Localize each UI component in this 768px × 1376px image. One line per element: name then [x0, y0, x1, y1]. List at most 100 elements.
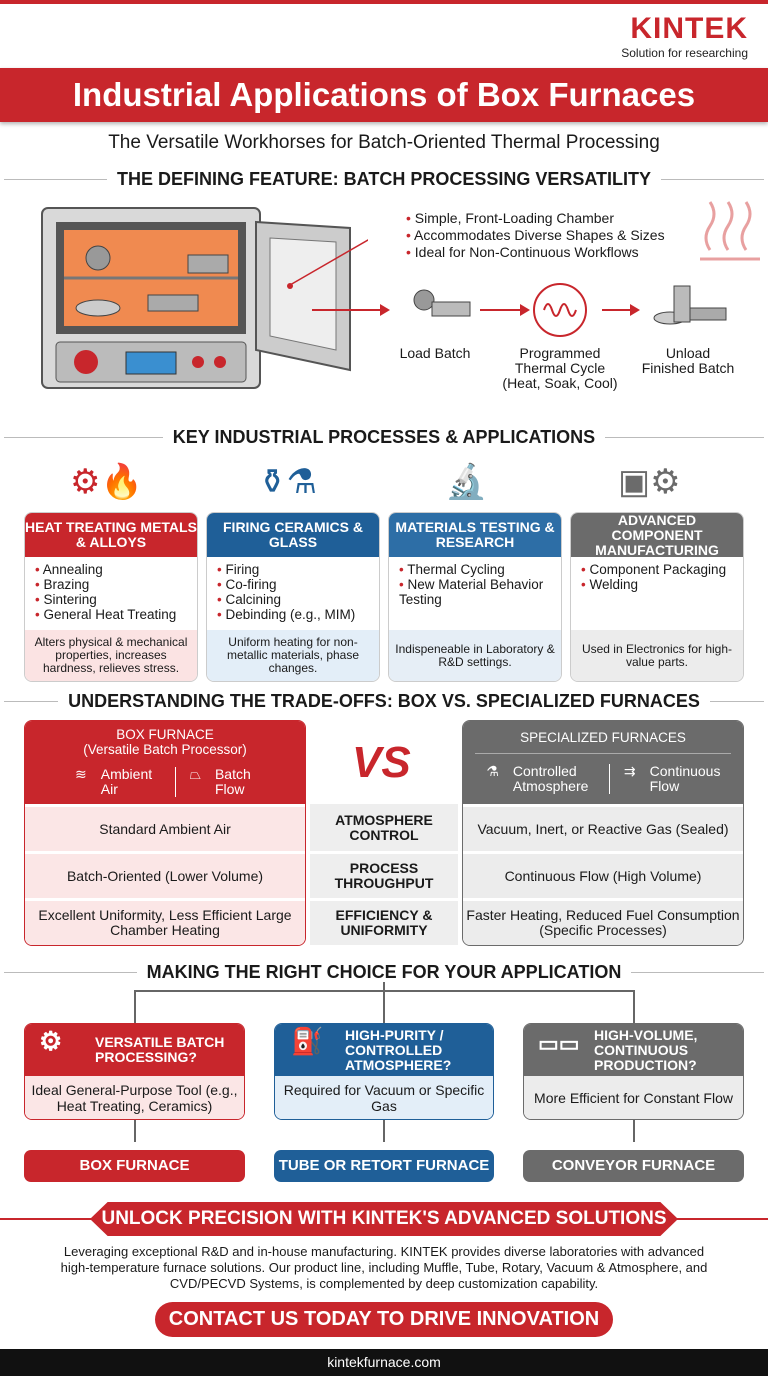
section-heading-text: THE DEFINING FEATURE: BATCH PROCESSING V… [117, 169, 652, 189]
choice-card-continuous: ▭▭HIGH-VOLUME, CONTINUOUS PRODUCTION? Mo… [523, 1023, 744, 1120]
card-title: MATERIALS TESTING & RESEARCH [389, 513, 561, 557]
column-title: BOX FURNACE [116, 727, 214, 742]
heat-waves-icon [700, 201, 760, 261]
connector-line [134, 990, 136, 1023]
result-box-furnace: BOX FURNACE [24, 1150, 245, 1182]
batch-tray-icon: ⏢ [189, 766, 201, 782]
kintek-logo: KINTEK Solution for researching [621, 12, 748, 60]
column-title: SPECIALIZED FURNACES [475, 730, 731, 754]
vs-text: VS [352, 738, 411, 787]
feature-label: Continuous Flow [649, 763, 721, 794]
arrow-down-icon [134, 1120, 136, 1142]
section-heading-text: MAKING THE RIGHT CHOICE FOR YOUR APPLICA… [146, 962, 622, 982]
card-title: HEAT TREATING METALS & ALLOYS [25, 513, 197, 557]
choice-card-atmosphere: ⛽ HIGH-PURITY / CONTROLLED ATMOSPHERE? Re… [274, 1023, 494, 1120]
wind-icon: ≋ [75, 766, 87, 782]
comparison-cell: Excellent Uniformity, Less Efficient Lar… [25, 898, 305, 945]
comparison-cell: Standard Ambient Air [25, 804, 305, 851]
box-furnace-illustration [41, 207, 368, 389]
company-description: Leveraging exceptional R&D and in-house … [60, 1244, 708, 1291]
card-item: General Heat Treating [35, 607, 187, 622]
card-note: Indispeneable in Laboratory & R&D settin… [389, 630, 561, 681]
choice-answer: More Efficient for Constant Flow [524, 1076, 743, 1119]
contact-us-button[interactable]: CONTACT US TODAY TO DRIVE INNOVATION [155, 1302, 613, 1337]
comparison-cell: Continuous Flow (High Volume) [463, 851, 743, 898]
card-note: Used in Electronics for high-value parts… [571, 630, 743, 681]
feature-bullets: Simple, Front-Loading Chamber Accommodat… [406, 210, 665, 261]
specialized-furnaces-column: SPECIALIZED FURNACES ⚗ Controlled Atmosph… [462, 720, 744, 946]
gear-parts-icon [413, 289, 471, 317]
result-tube-retort-furnace: TUBE OR RETORT FURNACE [274, 1150, 494, 1182]
vase-flask-icon: ⚱⚗ [258, 463, 317, 501]
section-heading-batch: THE DEFINING FEATURE: BATCH PROCESSING V… [0, 169, 768, 190]
card-item: New Material Behavior Testing [399, 577, 551, 607]
arrow-down-icon [633, 1120, 635, 1142]
page-subtitle: The Versatile Workhorses for Batch-Orien… [108, 132, 660, 153]
comparison-cell: Faster Heating, Reduced Fuel Consumption… [463, 898, 743, 945]
application-card-ceramics: FIRING CERAMICS & GLASS FiringCo-firingC… [206, 512, 380, 682]
feature-label: Controlled Atmosphere [512, 763, 589, 794]
section-heading-choice: MAKING THE RIGHT CHOICE FOR YOUR APPLICA… [0, 962, 768, 983]
criterion-label: EFFICIENCY & UNIFORMITY [310, 898, 458, 945]
box-furnace-column: BOX FURNACE (Versatile Batch Processor) … [24, 720, 306, 946]
card-item: Annealing [35, 562, 187, 577]
choice-answer: Ideal General-Purpose Tool (e.g., Heat T… [25, 1076, 244, 1119]
step-unload-batch: Unload Finished Batch [641, 345, 735, 376]
unlock-banner: UNLOCK PRECISION WITH KINTEK'S ADVANCED … [90, 1202, 678, 1236]
connector-line [633, 990, 635, 1023]
application-card-heat-treating: HEAT TREATING METALS & ALLOYS AnnealingB… [24, 512, 198, 682]
application-card-testing: MATERIALS TESTING & RESEARCH Thermal Cyc… [388, 512, 562, 682]
comparison-cell: Batch-Oriented (Lower Volume) [25, 851, 305, 898]
card-item: Debinding (e.g., MIM) [217, 607, 369, 622]
criteria-column: ATMOSPHERE CONTROL PROCESS THROUGHPUT EF… [310, 804, 458, 945]
card-item: Co-firing [217, 577, 369, 592]
page-title: Industrial Applications of Box Furnaces [0, 68, 768, 122]
choice-card-batch: ⚙ VERSATILE BATCH PROCESSING? Ideal Gener… [24, 1023, 245, 1120]
card-title: ADVANCED COMPONENT MANUFACTURING [571, 513, 743, 557]
choice-answer: Required for Vacuum or Specific Gas [275, 1076, 493, 1119]
step-thermal-cycle: Programmed Thermal Cycle (Heat, Soak, Co… [502, 345, 618, 391]
feature-bullet: Accommodates Diverse Shapes & Sizes [406, 227, 665, 244]
choice-question: HIGH-PURITY / CONTROLLED ATMOSPHERE? [345, 1026, 452, 1073]
application-card-manufacturing: ADVANCED COMPONENT MANUFACTURING Compone… [570, 512, 744, 682]
choice-question: VERSATILE BATCH PROCESSING? [95, 1034, 225, 1065]
flask-icon: ⚗ [486, 763, 499, 779]
feature-label: Ambient Air [100, 766, 153, 797]
section-heading-applications: KEY INDUSTRIAL PROCESSES & APPLICATIONS [0, 427, 768, 448]
microscope-testtube-icon: 🔬 [445, 463, 488, 501]
section-heading-text: UNDERSTANDING THE TRADE-OFFS: BOX VS. SP… [68, 691, 700, 711]
logo-brand: KINTEK [630, 12, 748, 45]
card-item: Calcining [217, 592, 369, 607]
card-item: Welding [581, 577, 733, 592]
section-heading-text: KEY INDUSTRIAL PROCESSES & APPLICATIONS [172, 427, 596, 447]
card-item: Sintering [35, 592, 187, 607]
gas-cylinder-icon: ⛽ [291, 1026, 324, 1056]
choice-question: HIGH-VOLUME, CONTINUOUS PRODUCTION? [594, 1026, 698, 1073]
logo-tagline: Solution for researching [621, 46, 748, 60]
feature-bullet: Simple, Front-Loading Chamber [406, 210, 665, 227]
connector-line [383, 982, 385, 1023]
card-item: Thermal Cycling [399, 562, 551, 577]
gears-parts-icon: ⚙ [39, 1026, 63, 1056]
feature-bullet: Ideal for Non-Continuous Workflows [406, 244, 665, 261]
column-subtitle: (Versatile Batch Processor) [83, 742, 247, 757]
card-title: FIRING CERAMICS & GLASS [207, 513, 379, 557]
comparison-cell: Vacuum, Inert, or Reactive Gas (Sealed) [463, 804, 743, 851]
criterion-label: PROCESS THROUGHPUT [310, 851, 458, 898]
card-item: Firing [217, 562, 369, 577]
section-heading-tradeoffs: UNDERSTANDING THE TRADE-OFFS: BOX VS. SP… [0, 691, 768, 712]
feature-label: Batch Flow [214, 766, 251, 797]
gear-flame-icon: ⚙🔥 [70, 463, 143, 501]
result-conveyor-furnace: CONVEYOR FURNACE [523, 1150, 744, 1182]
criterion-label: ATMOSPHERE CONTROL [310, 804, 458, 851]
vs-badge: VS [352, 738, 411, 788]
arrow-down-icon [383, 1120, 385, 1142]
top-accent-line [0, 0, 768, 4]
website-link[interactable]: kintekfurnace.com [0, 1349, 768, 1376]
card-item: Brazing [35, 577, 187, 592]
card-note: Alters physical & mechanical properties,… [25, 630, 197, 681]
step-load-batch: Load Batch [399, 345, 471, 361]
heating-coil-icon [533, 283, 587, 337]
finished-parts-icon [653, 285, 727, 325]
process-flow-arrows [312, 283, 640, 337]
